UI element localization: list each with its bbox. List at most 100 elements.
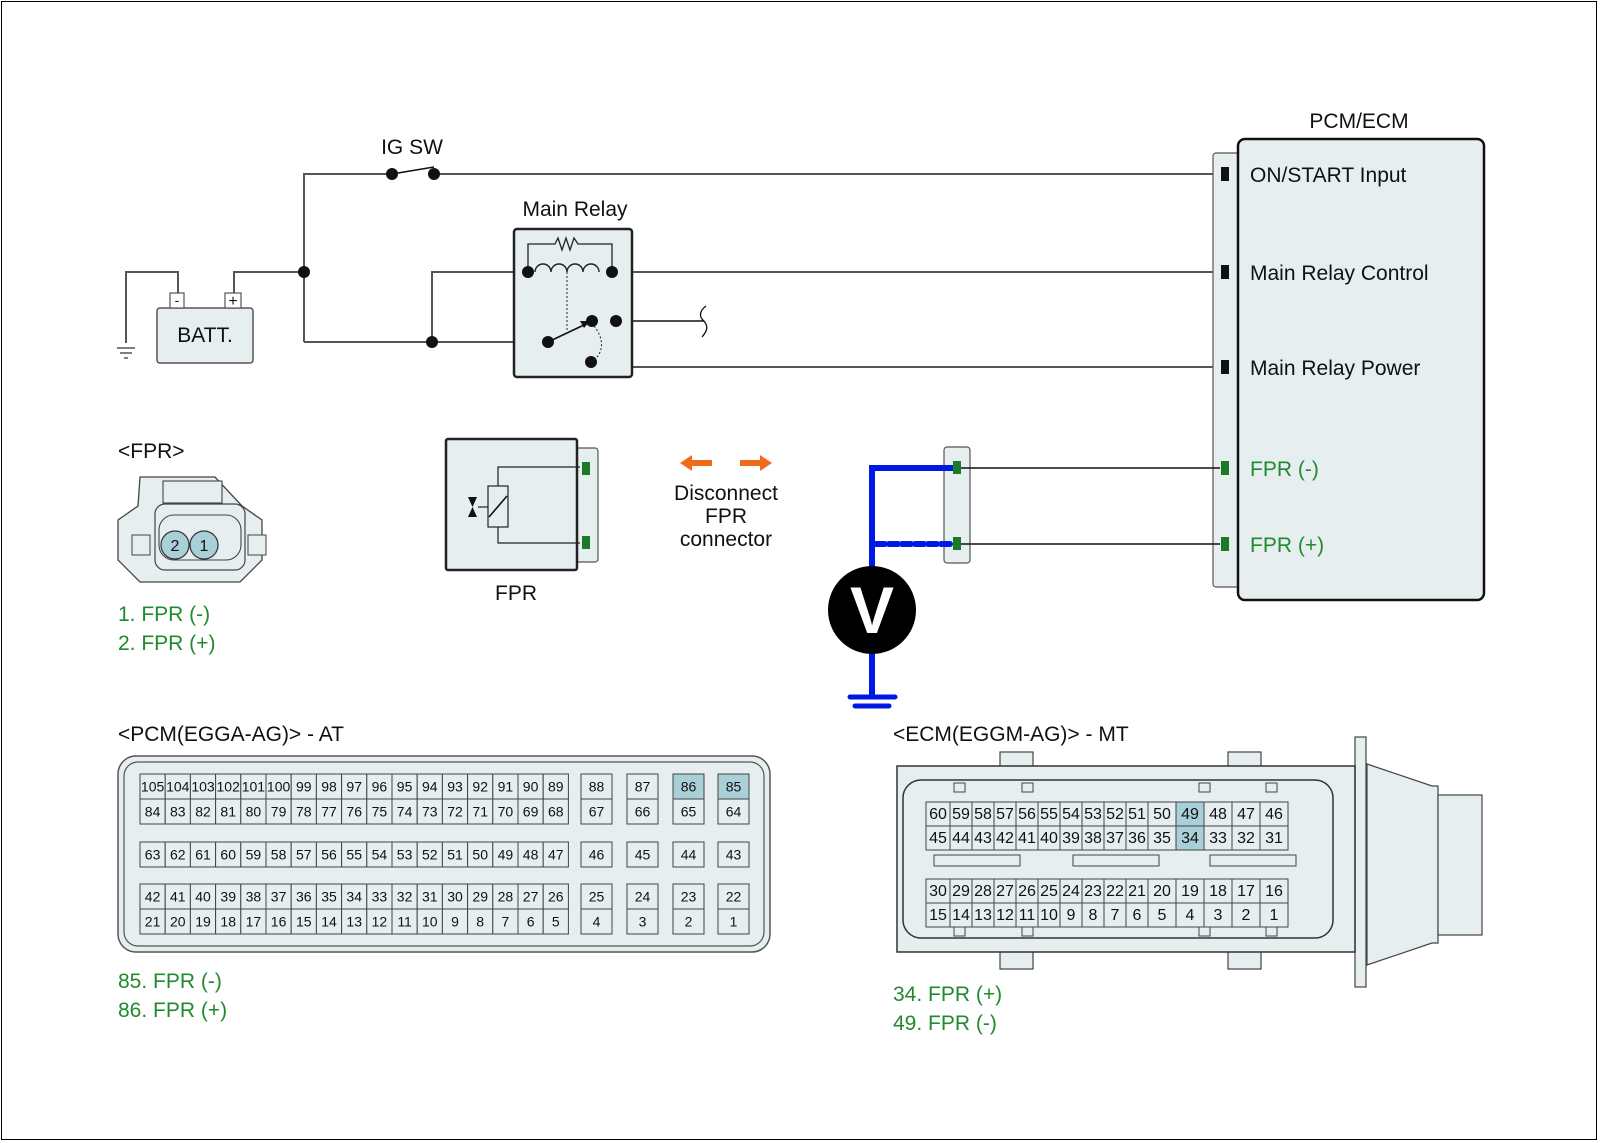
connector-pin-number: 9 (1067, 907, 1076, 924)
wire-break-icon (699, 305, 708, 338)
connector-pin-cell (517, 883, 544, 910)
ground-icon (117, 347, 135, 359)
connector-pin-number: 58 (974, 806, 992, 823)
pcm-legend-2: 86. FPR (+) (118, 999, 227, 1022)
connector-pin-number: 34 (1181, 830, 1199, 847)
connector-pin-number: 14 (952, 907, 970, 924)
connector-pin-cell (315, 798, 343, 825)
connector-pin-cell (542, 883, 569, 910)
module-terminal-pin (1221, 167, 1229, 181)
connector-pin-number: 18 (220, 914, 236, 930)
connector-pin-cell (164, 841, 191, 868)
connector-pin-number: 57 (296, 847, 312, 863)
battery-plus-terminal (224, 292, 242, 309)
connector-pin-number: 22 (1106, 883, 1124, 900)
connector-pin-number: 23 (1084, 883, 1102, 900)
connector-pin-number: 48 (523, 847, 539, 863)
connector-pin-number: 36 (296, 889, 312, 905)
connector-pin-cell (467, 908, 494, 935)
connector-pin-cell (416, 908, 443, 935)
connector-pin-number: 40 (1040, 830, 1058, 847)
connector-pin-number: 91 (498, 779, 514, 795)
connector-pin-number: 27 (523, 889, 539, 905)
fpr-component-label: FPR (495, 582, 537, 605)
connector-pin-number: 45 (635, 847, 651, 863)
connector-pin-number: 52 (422, 847, 438, 863)
connector-pin-cell (315, 908, 343, 935)
connector-pin-cell (1231, 878, 1261, 904)
connector-pin-cell (1147, 801, 1177, 827)
connector-pin-cell (290, 841, 317, 868)
connector-pin-number: 2 (685, 914, 693, 930)
fpr-legend-2: 2. FPR (+) (118, 632, 215, 655)
connector-pin-number: 41 (170, 889, 186, 905)
connector-pin-number: 47 (548, 847, 564, 863)
connector-pin-number: 27 (996, 883, 1014, 900)
connector-pin-number: 60 (220, 847, 236, 863)
connector-pin-number: 32 (397, 889, 413, 905)
connector-pin-number: 93 (447, 779, 463, 795)
disconnect-note: Disconnect FPR connector (674, 455, 778, 551)
connector-pin-number: 14 (321, 914, 337, 930)
connector-pin-cell (672, 798, 705, 825)
ignition-switch: IG SW (381, 136, 443, 180)
connector-pin-number: 57 (996, 806, 1014, 823)
connector-pin-cell (717, 908, 750, 935)
connector-pin-number: 101 (242, 779, 266, 795)
connector-pin-number: 49 (1181, 806, 1199, 823)
connector-pin-number: 73 (422, 804, 438, 820)
connector-pin-cell (164, 908, 191, 935)
connector-pin-number: 76 (346, 804, 362, 820)
connector-pin-number: 31 (422, 889, 438, 905)
connector-pin-number: 40 (195, 889, 211, 905)
connector-pin-number: 8 (476, 914, 484, 930)
module-terminal-pin (1221, 265, 1229, 279)
connector-pin-cell (391, 908, 418, 935)
connector-pin-cell (441, 908, 469, 935)
connector-pin-number: 25 (589, 889, 605, 905)
connector-pin-number: 65 (681, 804, 697, 820)
connector-pin-cell (215, 773, 242, 800)
connector-pin-number: 19 (1181, 883, 1199, 900)
wire-batt-negative (125, 271, 179, 343)
fpr-valve-icon (468, 497, 477, 517)
connector-pin-cell (467, 841, 494, 868)
connector-pin-cell (1259, 878, 1289, 904)
disconnect-line-3: connector (680, 528, 772, 551)
connector-pin-cell (139, 883, 166, 910)
connector-pin-number: 13 (974, 907, 992, 924)
battery: - + BATT. (156, 292, 254, 364)
connector-pin-number: 37 (1106, 830, 1124, 847)
module-terminal-label: Main Relay Control (1250, 262, 1429, 285)
connector-pin-cell (139, 841, 166, 868)
connector-pin-number: 18 (1209, 883, 1227, 900)
connector-pin-cell (189, 773, 217, 800)
connector-pin-number: 96 (372, 779, 388, 795)
connector-pin-number: 97 (346, 779, 362, 795)
connector-pin-number: 10 (1040, 907, 1058, 924)
fpr-component: FPR (444, 437, 599, 605)
connector-pin-number: 7 (1111, 907, 1120, 924)
connector-pin-number: 38 (246, 889, 262, 905)
connector-pin-cell (925, 825, 951, 851)
connector-pin-number: 94 (422, 779, 438, 795)
connector-pin-cell (290, 798, 317, 825)
ecm-key-slot (933, 854, 1021, 867)
connector-pin-number: 35 (321, 889, 337, 905)
connector-pin-cell (366, 908, 393, 935)
connector-pin-number: 102 (217, 779, 241, 795)
wire-junction-vertical (303, 173, 390, 342)
voltmeter-probe: V (828, 465, 953, 709)
connector-pin-number: 56 (1018, 806, 1036, 823)
connector-pin-cell (1203, 902, 1233, 928)
relay-resistor-icon (527, 235, 613, 272)
ecm-key-slot (1072, 854, 1160, 867)
connector-pin-number: 52 (1106, 806, 1124, 823)
connector-pin-number: 7 (502, 914, 510, 930)
connector-pin-cell (542, 841, 569, 868)
connector-pin-number: 8 (1089, 907, 1098, 924)
connector-pin-cell (441, 841, 469, 868)
connector-pin-cell (492, 908, 519, 935)
connector-pin-number: 54 (1062, 806, 1080, 823)
